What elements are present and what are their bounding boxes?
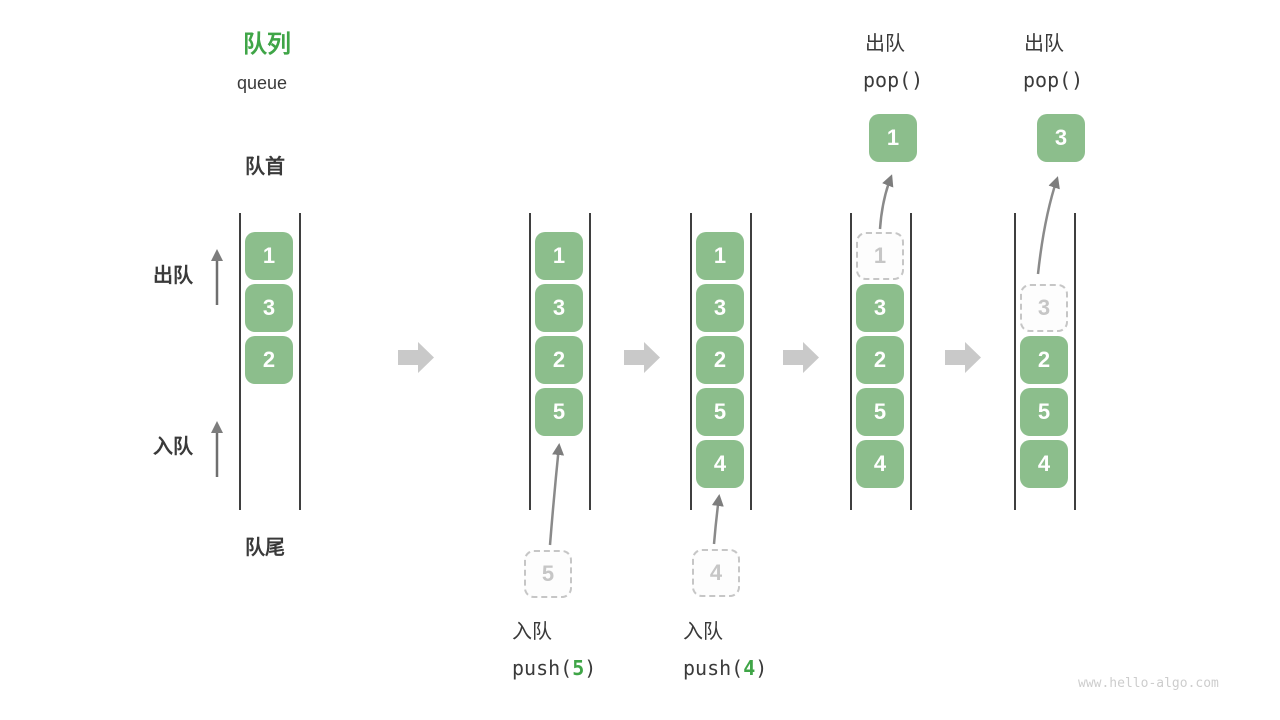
- step-arrow-icon: [945, 342, 981, 373]
- queue-wall-left: [529, 213, 531, 510]
- queue-cell: 5: [856, 388, 904, 436]
- step-arrow-icon: [783, 342, 819, 373]
- queue-cell: 5: [535, 388, 583, 436]
- queue-front-label: 队首: [245, 156, 285, 178]
- queue-cell: 2: [856, 336, 904, 384]
- push4-arrow: [711, 494, 724, 545]
- queue-cell: 4: [856, 440, 904, 488]
- queue-wall-left: [690, 213, 692, 510]
- step-arrow-icon: [624, 342, 660, 373]
- pop2-code: pop(): [1023, 68, 1084, 92]
- queue-cell: 3: [535, 284, 583, 332]
- queue-cell: 3: [856, 284, 904, 332]
- enqueue-side-label: 入队: [153, 436, 193, 458]
- queue-cell: 2: [1020, 336, 1068, 384]
- queue-wall-left: [1014, 213, 1016, 510]
- step-arrow-icon: [398, 342, 434, 373]
- pop1-code: pop(): [863, 68, 924, 92]
- queue-cell: 1: [245, 232, 293, 280]
- code-text: ): [584, 656, 597, 680]
- queue-wall-right: [1074, 213, 1076, 510]
- push5-code: push(5): [512, 657, 596, 680]
- queue-wall-right: [750, 213, 752, 510]
- queue-cell: 4: [696, 440, 744, 488]
- queue-wall-right: [589, 213, 591, 510]
- queue-cell: 1: [696, 232, 744, 280]
- queue-cell: 5: [696, 388, 744, 436]
- push4-label: 入队: [683, 621, 723, 643]
- queue-wall-left: [239, 213, 241, 510]
- queue-cell: 2: [696, 336, 744, 384]
- pop1-label: 出队: [865, 33, 905, 55]
- pop3-arrow: [1036, 176, 1060, 275]
- queue-wall-right: [910, 213, 912, 510]
- push5-arrow: [548, 443, 565, 546]
- queue-cell: 2: [245, 336, 293, 384]
- queue-wall-left: [850, 213, 852, 510]
- queue-cell: 5: [1020, 388, 1068, 436]
- queue-cell: 1: [535, 232, 583, 280]
- queue-cell: 3: [696, 284, 744, 332]
- push4-code: push(4): [683, 657, 767, 680]
- watermark: www.hello-algo.com: [1078, 676, 1219, 691]
- queue-cell: 4: [1020, 440, 1068, 488]
- page-title: 队列: [243, 31, 291, 58]
- queue-wall-right: [299, 213, 301, 510]
- code-text: push(: [683, 656, 744, 680]
- incoming-cell: 5: [524, 550, 572, 598]
- code-arg: 4: [743, 656, 756, 680]
- push5-label: 入队: [512, 621, 552, 643]
- code-arg: 5: [572, 656, 585, 680]
- removed-cell-slot: 1: [856, 232, 904, 280]
- code-text: ): [755, 656, 768, 680]
- queue-cell: 2: [535, 336, 583, 384]
- pop2-label: 出队: [1024, 33, 1064, 55]
- removed-cell-slot: 3: [1020, 284, 1068, 332]
- queue-cell: 3: [245, 284, 293, 332]
- code-text: push(: [512, 656, 573, 680]
- popped-cell: 3: [1037, 114, 1085, 162]
- pop1-arrow: [878, 174, 894, 230]
- page-subtitle: queue: [237, 73, 288, 93]
- incoming-cell: 4: [692, 549, 740, 597]
- dequeue-side-label: 出队: [153, 265, 193, 287]
- queue-rear-label: 队尾: [245, 537, 285, 559]
- popped-cell: 1: [869, 114, 917, 162]
